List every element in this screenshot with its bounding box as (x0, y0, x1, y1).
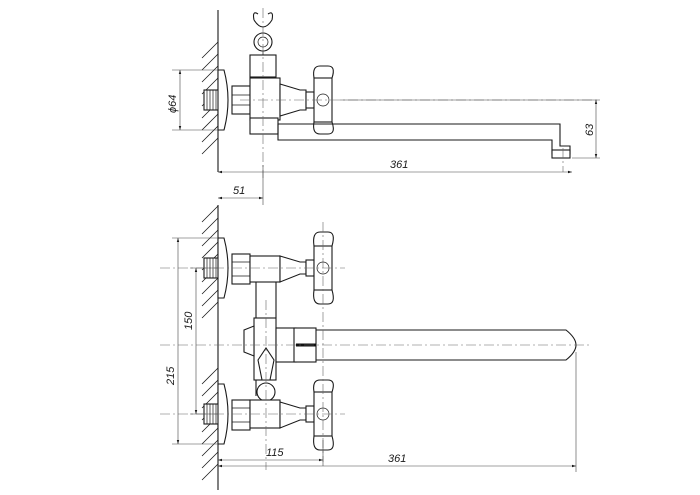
dim-center-distance-label: 150 (183, 311, 195, 330)
front-mixer-body (243, 317, 317, 402)
top-dimension-wall-offset: 51 (218, 165, 264, 205)
dim-diameter-label: ϕ64 (167, 95, 179, 113)
front-dimension-spout-length: 361 (218, 352, 577, 472)
front-dimension-center-distance: 150 (183, 267, 218, 415)
dim-height-label: 215 (165, 366, 177, 386)
dim-wall-offset-label: 51 (233, 185, 245, 197)
dim-spout-length-label: 361 (390, 159, 408, 171)
top-escutcheon (217, 69, 229, 131)
front-lower-cross-handle (313, 379, 334, 451)
top-dimension-spout-length: 361 (218, 159, 572, 174)
front-dimension-outlet-offset: 115 (218, 440, 324, 466)
wall-hatching-bottom (201, 205, 219, 481)
dim-spout-height-label: 63 (584, 123, 596, 136)
front-view (160, 222, 590, 470)
top-dimension-spout-height: 63 (340, 99, 600, 159)
front-upper-inlet (203, 237, 315, 299)
dim-front-spout-length-label: 361 (388, 453, 406, 465)
top-valve-stem (279, 83, 307, 117)
top-body (249, 77, 281, 121)
front-dimension-height: 215 (165, 237, 218, 445)
dim-outlet-offset-label: 115 (266, 447, 284, 459)
top-view (203, 8, 600, 178)
top-dimension-diameter: ϕ64 (167, 69, 218, 131)
